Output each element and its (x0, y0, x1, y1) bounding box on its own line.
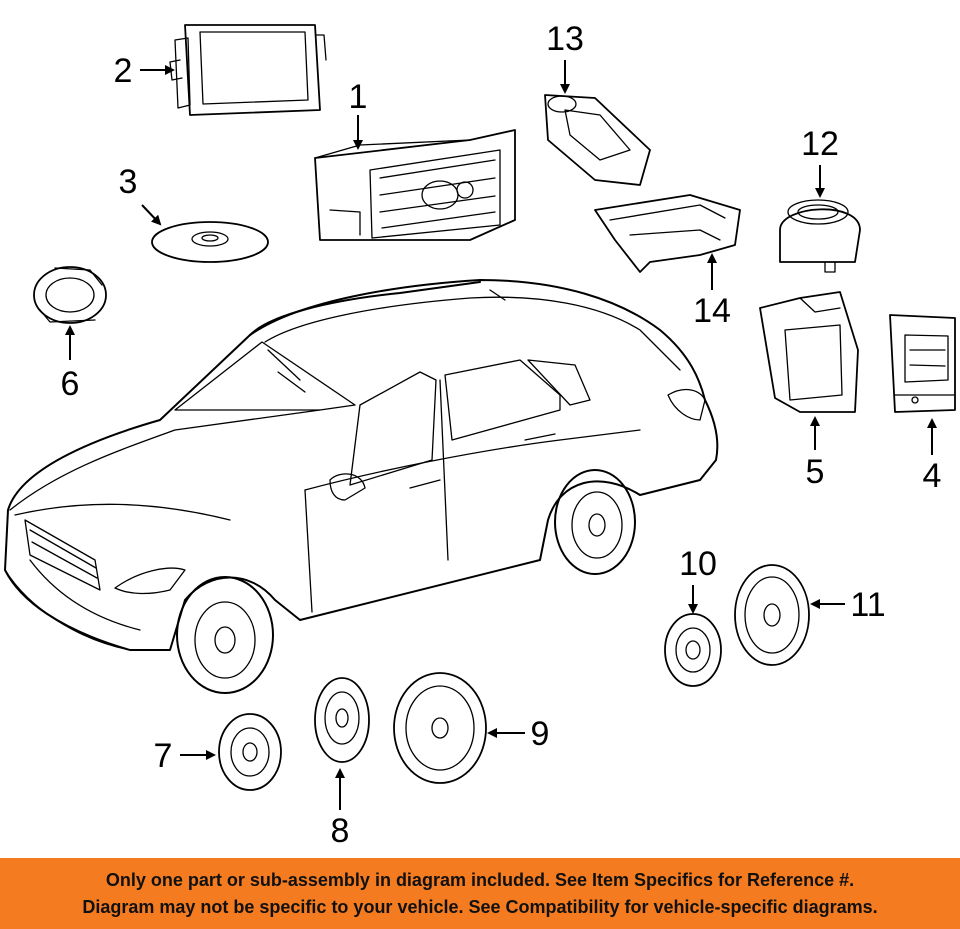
callout-10: 10 (679, 545, 717, 583)
callout-labels: 1 2 3 4 5 6 7 8 9 10 11 12 13 14 (61, 20, 942, 850)
part-10-speaker (664, 613, 722, 687)
part-12-knob-housing (779, 199, 861, 273)
callout-1: 1 (349, 78, 368, 116)
part-3-disc (151, 221, 269, 263)
part-4-control-module (889, 314, 956, 413)
callout-13: 13 (546, 20, 584, 58)
part-9-speaker (393, 672, 487, 784)
callout-leaders (65, 60, 937, 810)
disclaimer-line-2: Diagram may not be specific to your vehi… (82, 896, 878, 917)
part-13-control-switch (544, 94, 651, 186)
callout-5: 5 (806, 453, 825, 491)
callout-12: 12 (801, 125, 839, 163)
parts-diagram: 1 2 3 4 5 6 7 8 9 10 11 12 13 14 (4, 20, 956, 850)
callout-3: 3 (119, 163, 138, 201)
callout-4: 4 (923, 457, 942, 495)
callout-7: 7 (154, 737, 173, 775)
callout-2: 2 (114, 52, 133, 90)
part-14-bracket (594, 194, 741, 273)
disclaimer-line-1: Only one part or sub-assembly in diagram… (105, 869, 855, 890)
callout-11: 11 (850, 586, 885, 624)
part-11-speaker (734, 564, 810, 666)
part-5-module-bracket (759, 291, 859, 413)
callout-14: 14 (693, 292, 731, 330)
callout-9: 9 (531, 715, 550, 753)
part-1-head-unit (314, 129, 516, 241)
callout-6: 6 (61, 365, 80, 403)
vehicle-sedan-outline (4, 279, 719, 694)
part-2-display-unit (169, 24, 327, 116)
part-7-speaker (218, 713, 282, 791)
part-8-speaker (314, 677, 370, 763)
disclaimer-banner: Only one part or sub-assembly in diagram… (0, 858, 960, 929)
part-6-tweeter (33, 266, 107, 324)
callout-8: 8 (331, 812, 350, 850)
